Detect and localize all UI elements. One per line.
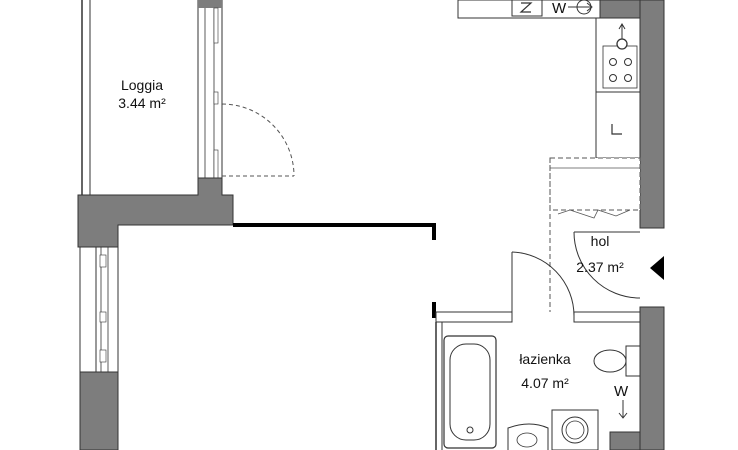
w-marker-kitchen-label: W (552, 0, 567, 17)
left-window (79, 246, 119, 450)
washing-machine-icon (551, 409, 599, 450)
hall-name: hol (591, 233, 610, 249)
kitchen-counter (457, 0, 641, 159)
w-marker-kitchen: W (552, 0, 593, 17)
stove-burner-icon (624, 74, 632, 82)
hall-area (511, 157, 664, 317)
stove-burner-icon (624, 58, 632, 66)
bathroom-name: łazienka (519, 351, 571, 367)
vent-icon (576, 0, 592, 15)
loggia-area-value: 3.44 m² (118, 95, 166, 111)
stove-burner-icon (609, 74, 617, 82)
room-labels: Loggia 3.44 m² hol 2.37 m² łazienka 4.07… (118, 77, 624, 391)
entrance-arrow-icon (650, 256, 664, 280)
w-marker-bathroom-label: W (614, 383, 629, 400)
loggia-area (81, 0, 295, 196)
toilet-icon (593, 345, 641, 377)
o-marker-icon (616, 38, 628, 50)
partition-wall (233, 223, 436, 318)
bathroom-area-value: 4.07 m² (521, 375, 569, 391)
sink-icon (507, 423, 549, 450)
hall-area-value: 2.37 m² (576, 259, 624, 275)
bathroom-area: W (435, 311, 641, 450)
stove-burner-icon (609, 58, 617, 66)
loggia-name: Loggia (121, 77, 163, 93)
